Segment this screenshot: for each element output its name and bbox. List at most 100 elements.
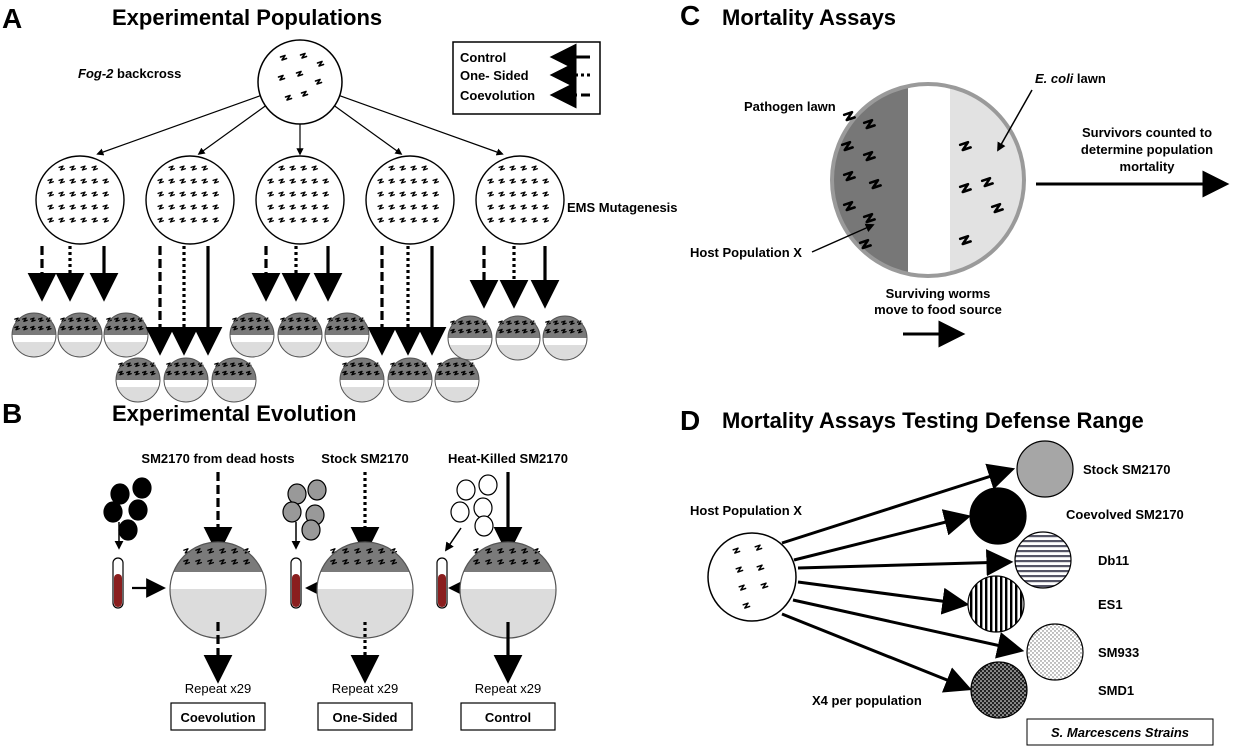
bacterial-cell [456,479,476,501]
plate-pathogen-half [164,358,208,380]
worm [300,217,307,223]
plate-food-half [104,342,148,357]
plate-food-half [212,387,256,402]
panel-d-letter: D [680,405,700,436]
strain-name: Db11 [1098,553,1129,568]
worm [296,325,302,331]
worm [366,548,374,554]
worm [278,217,285,223]
population-circle [255,155,345,245]
worm [183,559,191,565]
survivors-label-1: Survivors counted to [1082,125,1212,140]
source-label: SM2170 from dead hosts [141,451,294,466]
worm [91,204,98,210]
plate-gap [496,338,540,346]
worm [263,325,270,331]
worm [190,178,197,184]
worm [738,584,747,591]
plate-food-half [448,345,492,360]
worm [168,204,175,210]
worm [458,320,464,326]
worm [179,165,186,171]
worm [460,370,467,376]
worm [377,191,384,197]
branch-arrow [339,95,504,156]
ecoli-lawn-label: E. coli lawn [1035,71,1106,86]
worm [278,178,285,184]
worm [330,559,338,565]
worm [958,182,972,194]
worm [190,204,197,210]
strain-plate [1016,440,1074,498]
worm [222,370,228,376]
worm [485,548,493,554]
worm [311,325,318,331]
worm [190,217,197,223]
mutagenized-population [334,105,480,403]
worm [106,325,112,331]
worm [858,238,872,250]
worm [358,325,365,331]
worm [421,191,428,197]
worm [179,191,186,197]
strain-plate [969,487,1027,545]
worm [398,370,404,376]
bacterial-cell [473,497,493,519]
treatment-box [170,702,266,731]
worm [735,566,744,573]
worm [466,328,472,334]
worm [350,362,356,368]
worm [316,60,325,67]
worm [311,191,318,197]
worm [322,178,329,184]
legend-control-label: Control [460,50,506,65]
plate-outline [229,312,275,358]
worm [498,191,505,197]
worm [267,204,274,210]
worm [219,548,227,554]
worm [406,370,412,376]
strain-plate [1026,623,1084,681]
worm [330,548,338,554]
worm [102,204,109,210]
replicate-plate [211,357,257,403]
worm [365,362,372,368]
worm [520,217,527,223]
worm [267,191,274,197]
worm [195,559,203,565]
assay-plate [830,82,1026,278]
worm [868,178,882,190]
worm [322,191,329,197]
pathogen-lawn [832,84,908,276]
plate-gap [435,380,479,388]
worm [157,191,164,197]
worm [245,370,252,376]
population-circle [145,155,235,245]
worm [509,165,516,171]
replicate-plate [229,312,275,358]
panel-c-title: Mortality Assays [722,5,896,30]
worm [102,178,109,184]
worm [498,165,505,171]
worm [445,362,451,368]
worm [190,191,197,197]
worm [756,564,765,571]
worm [182,370,188,376]
worm [129,325,136,331]
worm [399,165,406,171]
plate-gap [104,335,148,343]
worm [521,328,528,334]
worm [76,317,82,323]
bacterial-cell [301,519,321,541]
worm [358,370,364,376]
host-worms [732,544,769,609]
worm [280,325,286,331]
ancestral-worms [277,52,325,101]
worm [289,217,296,223]
plate-food-half [496,345,540,360]
worm [58,217,65,223]
host-population-plate [707,532,797,622]
worm [207,548,215,554]
